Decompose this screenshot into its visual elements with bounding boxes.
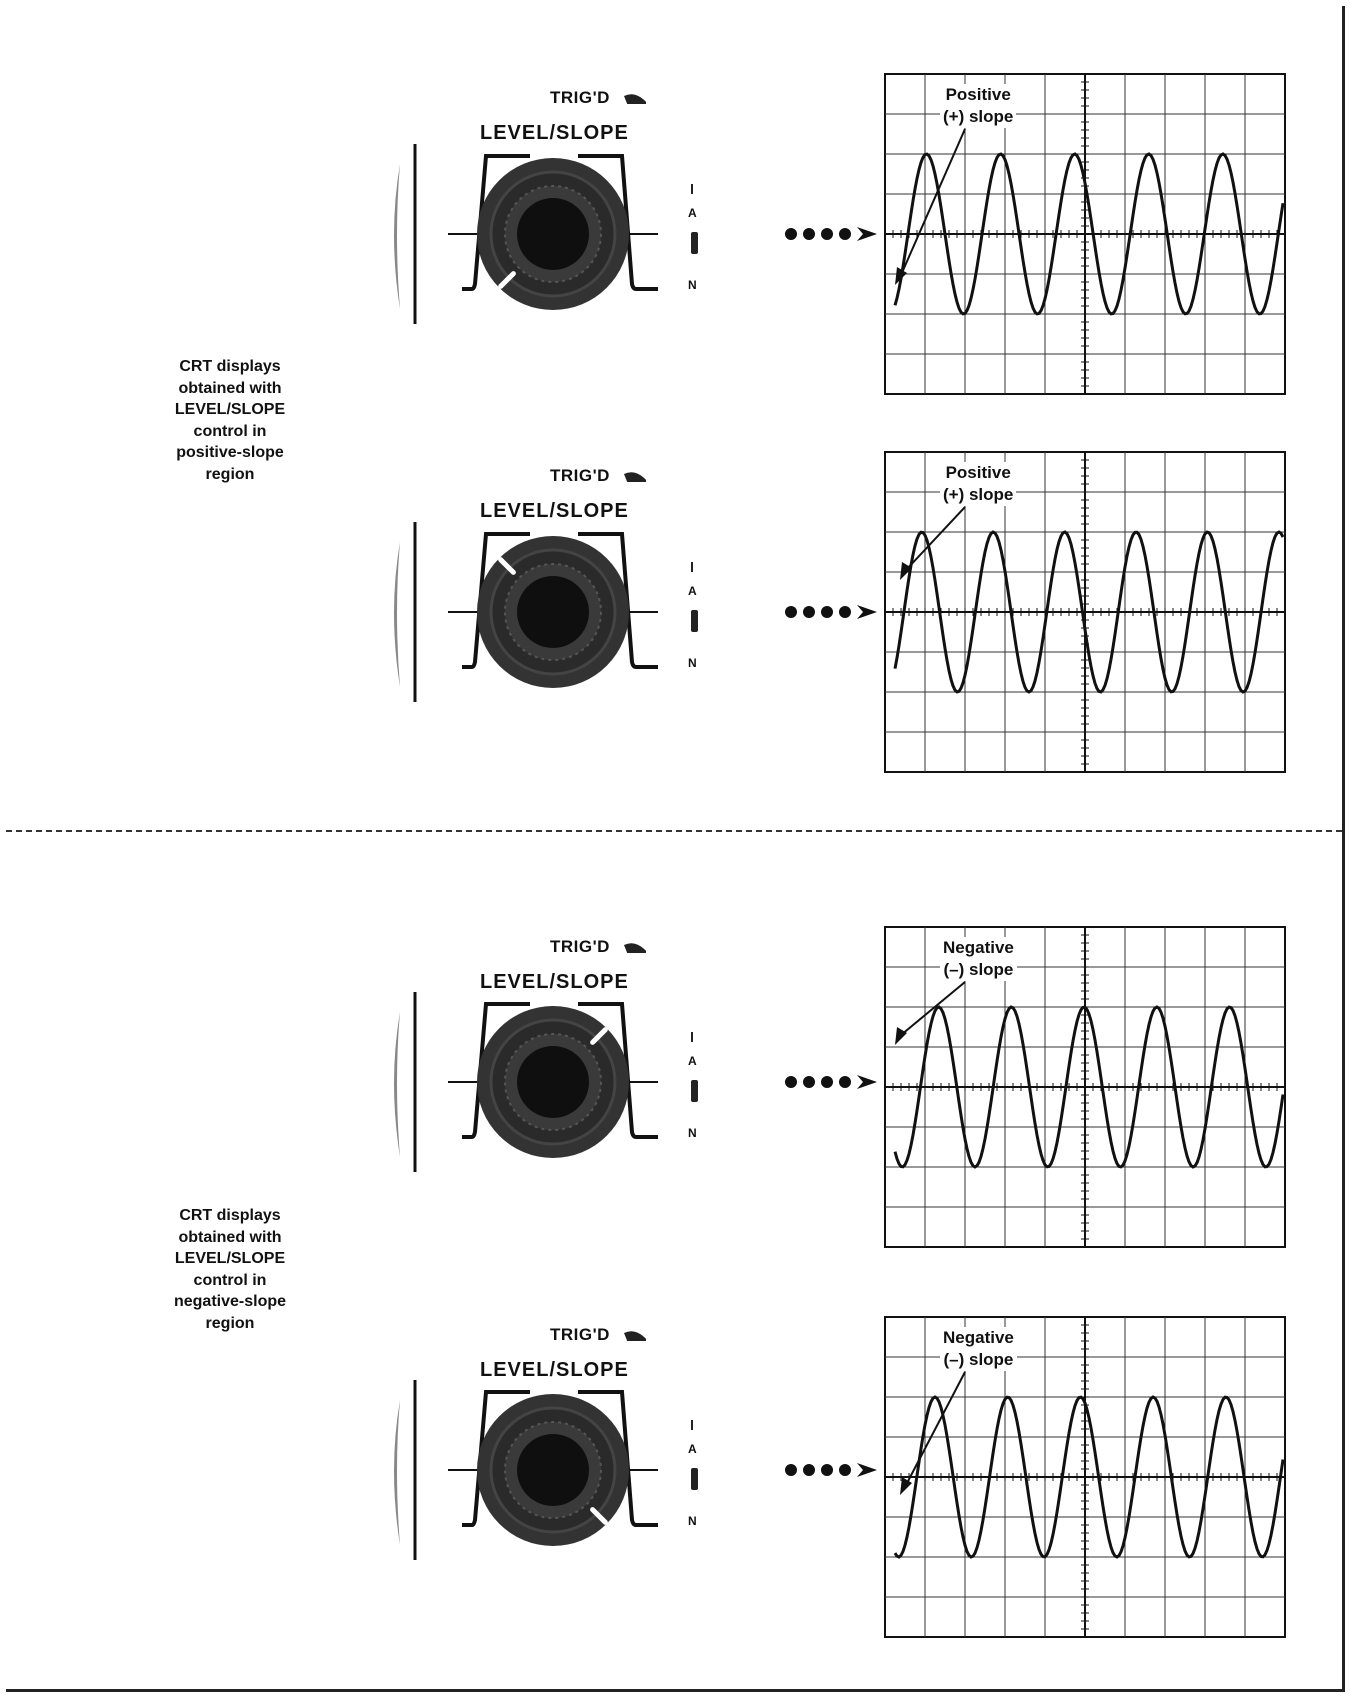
level-slope-label: LEVEL/SLOPE	[480, 971, 629, 993]
side-label-line: negative-slope	[173, 1293, 287, 1310]
side-label-negative: CRT displays obtained with LEVEL/SLOPE c…	[140, 1205, 320, 1334]
trigd-lamp-icon	[624, 943, 646, 953]
trigd-label: TRIG'D	[550, 466, 610, 485]
side-label-line: obtained with	[178, 1228, 282, 1246]
callout-line: Negative	[943, 1328, 1014, 1347]
trigger-point-arrow	[785, 1075, 877, 1089]
callout-arrow	[895, 128, 966, 285]
trigger-point-arrow	[785, 1463, 877, 1477]
waveform-trace	[893, 1395, 1285, 1559]
level-slope-knob[interactable]	[390, 144, 690, 334]
trigd-label: TRIG'D	[550, 937, 610, 956]
norm-label: N	[688, 1126, 697, 1140]
level-slope-label: LEVEL/SLOPE	[480, 122, 629, 144]
side-label-line: obtained with	[178, 379, 282, 397]
callout-line: (+) slope	[943, 107, 1014, 126]
auto-label: A	[688, 1054, 697, 1068]
side-label-line: LEVEL/SLOPE	[174, 401, 286, 418]
callout-arrow	[900, 1371, 966, 1495]
callout-line: Negative	[943, 938, 1014, 957]
mode-switch[interactable]: A N	[688, 1420, 702, 1540]
switch-lever-icon	[691, 232, 698, 254]
callout-line: (+) slope	[943, 485, 1014, 504]
side-label-line: CRT displays	[179, 358, 281, 375]
side-label-line: LEVEL/SLOPE	[174, 1250, 286, 1267]
switch-lever-icon	[691, 1468, 698, 1490]
slope-callout: Negative (–) slope	[940, 937, 1017, 981]
level-slope-knob[interactable]	[390, 1380, 690, 1570]
auto-label: A	[688, 1442, 697, 1456]
side-label-line: region	[205, 1314, 255, 1332]
switch-lever-icon	[691, 1080, 698, 1102]
trigd-label: TRIG'D	[550, 1325, 610, 1344]
trigd-label: TRIG'D	[550, 88, 610, 107]
waveform-trace	[893, 1005, 1285, 1169]
norm-label: N	[688, 278, 697, 292]
mode-switch[interactable]: A N	[688, 562, 702, 682]
callout-arrow	[895, 981, 966, 1045]
slope-callout: Positive (+) slope	[940, 462, 1017, 506]
level-slope-label: LEVEL/SLOPE	[480, 500, 629, 522]
callout-line: (–) slope	[943, 1350, 1014, 1369]
side-label-line: control in	[193, 1271, 267, 1289]
waveform-trace	[893, 152, 1285, 316]
slope-callout: Negative (–) slope	[940, 1327, 1017, 1371]
side-label-line: positive-slope	[176, 444, 284, 461]
side-label-line: region	[205, 465, 255, 483]
auto-label: A	[688, 206, 697, 220]
callout-line: Positive	[945, 85, 1011, 104]
trigger-point-arrow	[785, 227, 877, 241]
trigger-point-arrow	[785, 605, 877, 619]
level-slope-knob[interactable]	[390, 522, 690, 712]
figure-frame	[6, 6, 1345, 1692]
switch-lever-icon	[691, 610, 698, 632]
norm-label: N	[688, 656, 697, 670]
side-label-line: control in	[193, 422, 267, 440]
trigd-lamp-icon	[624, 1331, 646, 1341]
callout-line: (–) slope	[943, 960, 1014, 979]
waveform-trace	[893, 530, 1285, 694]
section-divider	[6, 830, 1342, 832]
mode-switch[interactable]: A N	[688, 1032, 702, 1152]
level-slope-label: LEVEL/SLOPE	[480, 1359, 629, 1381]
trigd-lamp-icon	[624, 472, 646, 482]
callout-line: Positive	[945, 463, 1011, 482]
trigd-lamp-icon	[624, 94, 646, 104]
mode-switch[interactable]: A N	[688, 184, 702, 304]
callout-arrow	[900, 506, 966, 580]
level-slope-knob[interactable]	[390, 992, 690, 1182]
auto-label: A	[688, 584, 697, 598]
side-label-positive: CRT displays obtained with LEVEL/SLOPE c…	[140, 356, 320, 485]
norm-label: N	[688, 1514, 697, 1528]
slope-callout: Positive (+) slope	[940, 84, 1017, 128]
side-label-line: CRT displays	[179, 1207, 281, 1224]
